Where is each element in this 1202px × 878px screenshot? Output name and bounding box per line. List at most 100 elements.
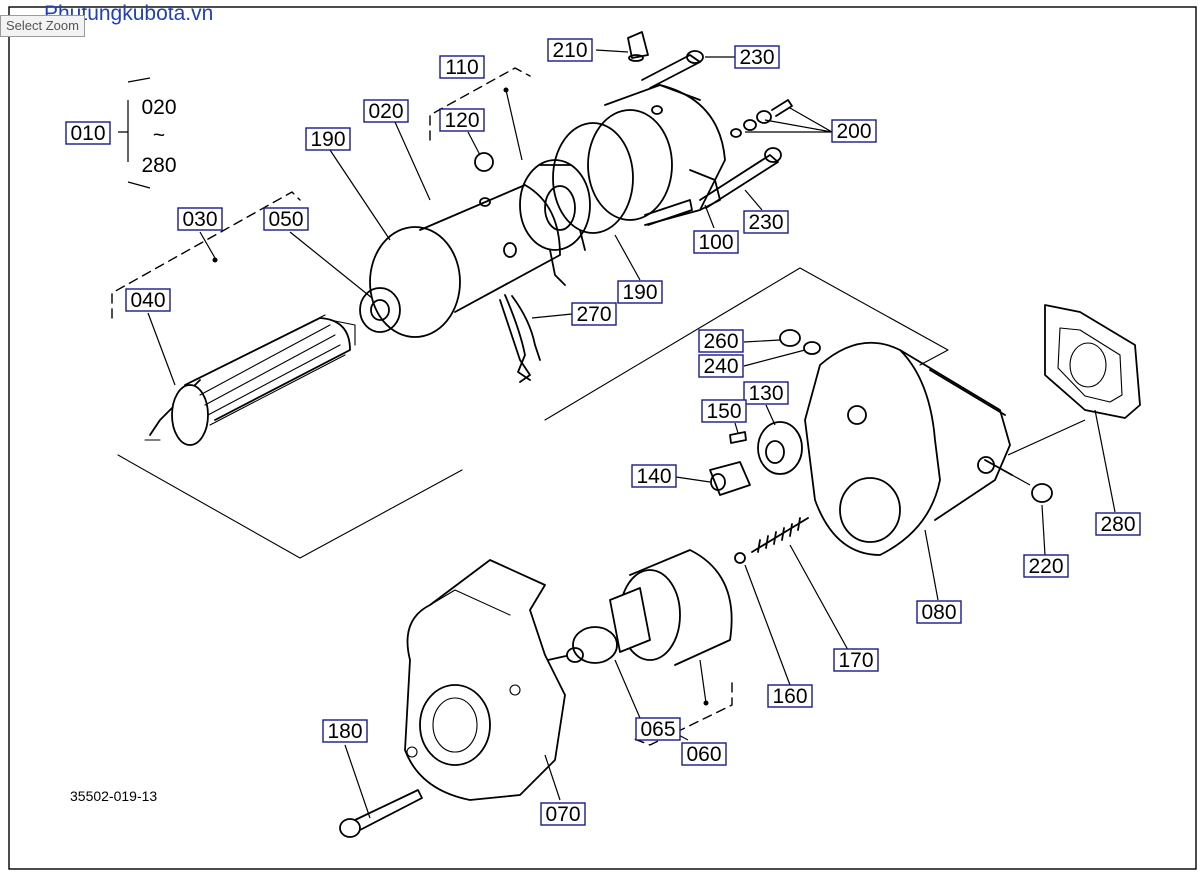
plug-drawing [627, 31, 649, 62]
through-bolt-side-head [764, 147, 782, 163]
lead-wire-drawing [504, 294, 531, 381]
leader-130 [765, 404, 776, 426]
svg-text:110: 110 [445, 56, 478, 79]
yoke-drawing [369, 184, 561, 383]
svg-text:200: 200 [836, 120, 871, 143]
part-label-100[interactable]: 100 [693, 230, 739, 254]
part-label-260[interactable]: 260 [698, 329, 744, 353]
svg-text:100: 100 [698, 231, 733, 254]
leader-270 [531, 313, 573, 319]
washer-b-drawing [743, 119, 757, 131]
drawing-code: 35502-019-13 [70, 788, 157, 804]
assembly-outline-upper [544, 267, 949, 421]
steel-ball-drawing [734, 552, 746, 564]
mounting-bolt-drawing [339, 789, 423, 838]
pin-drawing [729, 431, 747, 444]
part-label-230-top[interactable]: 230 [734, 45, 780, 69]
leader-210 [595, 49, 629, 53]
part-label-210[interactable]: 210 [547, 38, 593, 62]
svg-text:150: 150 [706, 400, 741, 423]
part-label-080[interactable]: 080 [916, 600, 962, 624]
drive-housing-drawing [804, 341, 1013, 556]
part-label-040[interactable]: 040 [125, 288, 171, 312]
leader-010-brace [118, 100, 129, 162]
svg-text:060: 060 [686, 743, 721, 766]
svg-text:160: 160 [772, 685, 807, 708]
part-drawings [111, 31, 1141, 838]
svg-text:120: 120 [444, 109, 479, 132]
part-label-070[interactable]: 070 [540, 802, 586, 826]
label-box-010 [65, 121, 111, 145]
part-label-230-side[interactable]: 230 [743, 210, 789, 234]
leader-020 [394, 121, 431, 201]
svg-text:190: 190 [310, 128, 345, 151]
svg-text:080: 080 [921, 601, 956, 624]
leader-230b [744, 189, 763, 211]
washer-c-drawing [756, 110, 772, 124]
assembly-outline-lower [117, 454, 463, 559]
select-zoom-button[interactable]: Select Zoom [0, 15, 85, 37]
leader-060-dot [699, 659, 707, 704]
part-label-170[interactable]: 170 [833, 648, 879, 672]
leader-110 [505, 89, 523, 161]
part-label-200[interactable]: 200 [831, 119, 877, 143]
leader-220-shaft [1011, 474, 1031, 486]
leader-040 [147, 312, 176, 386]
leader-030 [199, 231, 216, 259]
svg-text:230: 230 [748, 211, 783, 234]
washer-240-drawing [803, 341, 821, 355]
part-label-110[interactable]: 110 [439, 55, 485, 79]
bush-drawing [474, 152, 494, 172]
part-label-180[interactable]: 180 [322, 719, 368, 743]
svg-text:140: 140 [636, 465, 671, 488]
leader-010-brace-ends [127, 77, 151, 189]
svg-text:260: 260 [703, 330, 738, 353]
leader-280-axis [1007, 419, 1086, 456]
part-label-240[interactable]: 240 [698, 354, 744, 378]
part-label-280[interactable]: 280 [1095, 512, 1141, 536]
leader-070 [544, 754, 561, 801]
leader-280 [1094, 409, 1116, 513]
part-label-150[interactable]: 150 [701, 399, 747, 423]
part-label-190-left[interactable]: 190 [305, 127, 351, 151]
svg-text:050: 050 [268, 208, 303, 231]
leader-050 [289, 231, 373, 299]
leader-065 [614, 659, 641, 719]
part-label-020[interactable]: 020 [363, 99, 409, 123]
coupling-drawing [709, 461, 751, 496]
nut-220-drawing [1031, 483, 1053, 503]
svg-text:230: 230 [739, 46, 774, 69]
part-label-060[interactable]: 060 [681, 742, 727, 766]
range-separator-text: ~ [153, 124, 165, 147]
svg-text:040: 040 [130, 289, 165, 312]
part-label-120[interactable]: 120 [439, 108, 485, 132]
part-label-270[interactable]: 270 [571, 302, 617, 326]
dot-030 [212, 257, 218, 263]
part-label-190-right[interactable]: 190 [617, 280, 663, 304]
svg-text:065: 065 [640, 718, 675, 741]
part-label-140[interactable]: 140 [631, 464, 677, 488]
svg-text:270: 270 [576, 303, 611, 326]
svg-text:130: 130 [748, 382, 783, 405]
svg-text:170: 170 [838, 649, 873, 672]
part-label-160[interactable]: 160 [767, 684, 813, 708]
svg-text:030: 030 [182, 208, 217, 231]
range-end-text: 280 [141, 154, 176, 177]
svg-text:070: 070 [545, 803, 580, 826]
part-label-050[interactable]: 050 [263, 207, 309, 231]
svg-text:210: 210 [552, 39, 587, 62]
leader-lines [118, 49, 1116, 819]
part-label-030[interactable]: 030 [177, 207, 223, 231]
part-label-130[interactable]: 130 [743, 381, 789, 405]
part-label-010[interactable]: 010 [65, 121, 111, 145]
part-label-220[interactable]: 220 [1023, 554, 1069, 578]
leader-150 [734, 422, 739, 434]
leader-140 [675, 476, 711, 483]
leader-200 [745, 107, 833, 133]
part-label-065[interactable]: 065 [635, 717, 681, 741]
leader-080 [924, 529, 939, 601]
svg-text:180: 180 [327, 720, 362, 743]
nut-260-drawing [779, 329, 801, 347]
